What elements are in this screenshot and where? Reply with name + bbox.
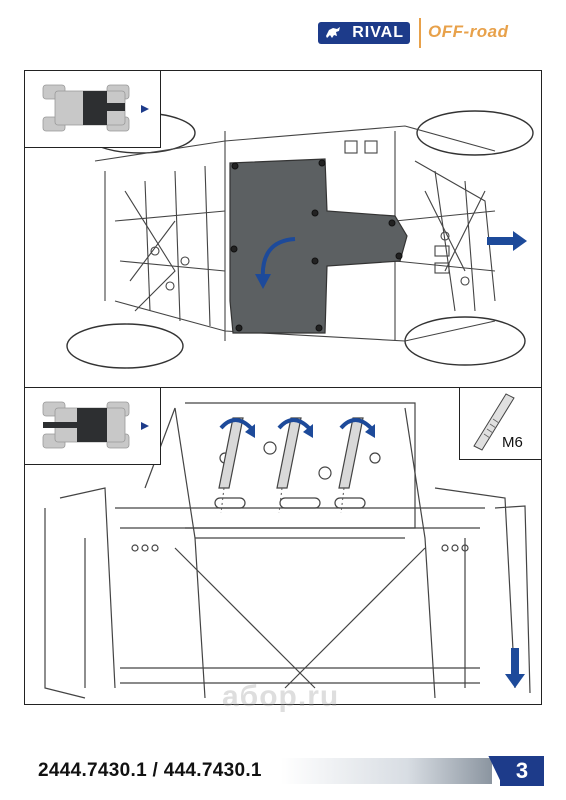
vehicle-topview-icon bbox=[42, 401, 149, 449]
brand-logo: RIVAL OFF-road bbox=[318, 18, 548, 54]
footer-bar bbox=[22, 758, 492, 784]
watermark: aбор.ru bbox=[222, 680, 340, 713]
step-panel-thread-tapping: M6 bbox=[24, 387, 542, 705]
forward-arrow bbox=[487, 231, 527, 251]
rotation-arrows bbox=[219, 418, 373, 430]
tool-inset: M6 bbox=[459, 388, 541, 460]
vehicle-underside-illustration bbox=[66, 110, 534, 369]
page-number: 3 bbox=[500, 756, 544, 786]
page-footer: 2444.7430.1 / 444.7430.1 3 bbox=[0, 752, 566, 788]
down-arrow bbox=[505, 648, 525, 688]
logo-divider bbox=[419, 18, 421, 48]
horse-icon bbox=[326, 27, 340, 38]
skid-plate bbox=[229, 158, 408, 334]
tap-tools bbox=[218, 417, 364, 489]
location-inset-bottom bbox=[25, 388, 161, 465]
location-inset-top bbox=[25, 71, 161, 148]
brand-name: RIVAL bbox=[352, 24, 404, 41]
sub-brand: OFF-road bbox=[428, 22, 509, 41]
rival-badge: RIVAL bbox=[318, 22, 410, 44]
vehicle-topview-icon bbox=[42, 84, 149, 132]
frame-tapping-illustration bbox=[44, 402, 531, 699]
step-panel-skid-plate bbox=[24, 70, 542, 388]
tap-icon bbox=[473, 393, 515, 451]
part-codes: 2444.7430.1 / 444.7430.1 bbox=[38, 760, 262, 781]
tool-size-label: M6 bbox=[502, 434, 523, 451]
rotate-arrow bbox=[260, 237, 296, 282]
